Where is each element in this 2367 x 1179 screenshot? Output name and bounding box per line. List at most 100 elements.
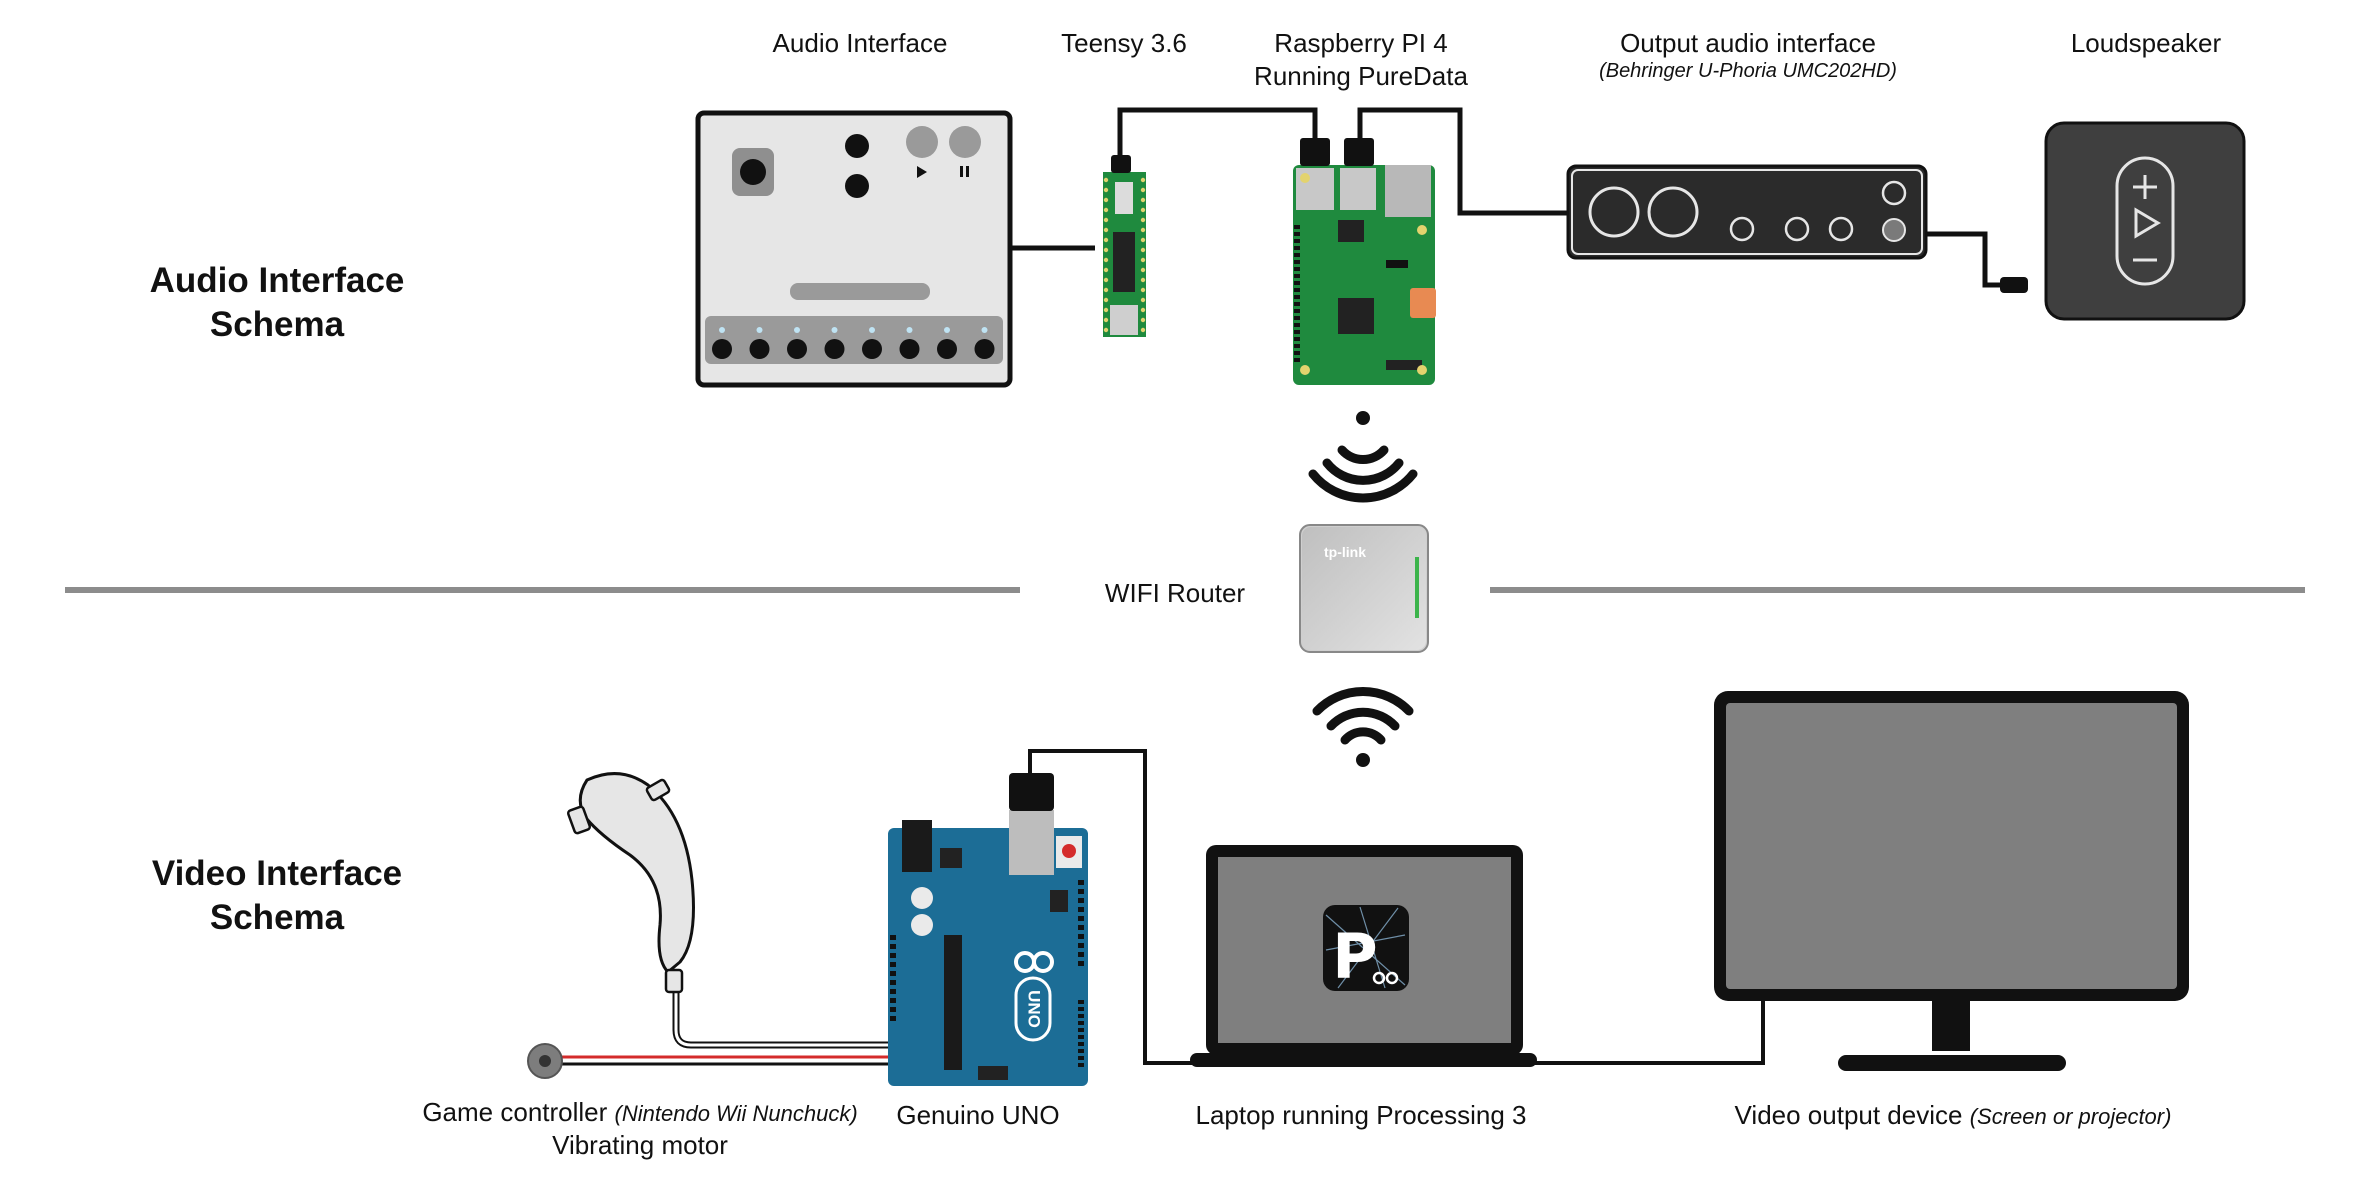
router-label: WIFI Router: [1104, 578, 1246, 608]
knob: [787, 339, 807, 359]
pin: [1103, 187, 1109, 193]
pin: [1103, 327, 1109, 333]
header-pin: [1078, 1049, 1084, 1053]
header-pin: [1078, 916, 1084, 921]
gpio-pin: [1294, 351, 1300, 355]
video-cables: [1028, 749, 1765, 1065]
pin: [1140, 217, 1146, 223]
gpio-pin: [1294, 260, 1300, 264]
router-brand: tp-link: [1324, 544, 1366, 560]
gpio-pin: [1294, 337, 1300, 341]
gpio-pin: [1294, 344, 1300, 348]
laptop-device: [1190, 845, 1537, 1067]
pin: [1140, 317, 1146, 323]
pin: [1140, 267, 1146, 273]
header-pin: [890, 971, 896, 976]
knob: [749, 339, 770, 359]
pin: [1140, 257, 1146, 263]
header-pin: [890, 998, 896, 1003]
nunchuck-controller: [566, 772, 695, 994]
play-icon: [2134, 207, 2161, 239]
indicator-led: [869, 327, 875, 333]
gpio-pin: [1294, 274, 1300, 278]
audio-section-title-line2: Schema: [209, 305, 345, 344]
header-pin: [1078, 934, 1084, 939]
arduino-uno-board: [888, 773, 1088, 1086]
indicator-led: [906, 327, 913, 333]
header-pin: [1078, 1007, 1084, 1011]
header-pin: [1078, 952, 1084, 957]
teensy-label: Teensy 3.6: [1061, 28, 1187, 58]
controller-name: Game controller: [422, 1097, 608, 1127]
indicator-led: [794, 327, 800, 333]
header-pin: [1078, 1035, 1084, 1039]
pin: [1140, 237, 1146, 243]
pin: [1103, 287, 1109, 293]
header-pin: [890, 935, 896, 940]
header-pin: [890, 989, 896, 994]
video-output-note: (Screen or projector): [1969, 1104, 2172, 1129]
pin: [1103, 197, 1109, 203]
processing-app-icon: P: [1332, 920, 1377, 993]
motor-wires: [560, 1055, 890, 1066]
header-pin: [890, 1007, 896, 1012]
vibrating-motor: [527, 1043, 563, 1079]
pin: [1103, 177, 1109, 183]
gpio-pin: [1294, 323, 1300, 327]
pin: [1103, 237, 1109, 243]
output-interface-label: Output audio interface: [1620, 28, 1876, 58]
knob: [899, 339, 920, 359]
audio-cables: [1012, 107, 2020, 288]
wifi-icon: [1312, 687, 1414, 767]
pause-icon: [960, 166, 969, 177]
knob: [845, 174, 869, 198]
raspberry-pi-board: [1293, 138, 1436, 385]
header-pin: [1078, 1056, 1084, 1060]
pin: [1103, 317, 1109, 323]
header-pin: [890, 980, 896, 985]
header-pin: [1078, 925, 1084, 930]
teensy-board: [1103, 155, 1146, 337]
header-pin: [890, 962, 896, 967]
gpio-pin: [1294, 232, 1300, 236]
gpio-pin: [1294, 281, 1300, 285]
pin: [1140, 177, 1146, 183]
gpio-pin: [1294, 302, 1300, 306]
play-icon: [917, 166, 927, 178]
header-pin: [1078, 1063, 1084, 1067]
audio-interface-label: Audio Interface: [772, 28, 948, 58]
pin: [1140, 207, 1146, 213]
pin: [1140, 307, 1146, 313]
pin: [1140, 227, 1146, 233]
pin: [1103, 307, 1109, 313]
knob: [845, 134, 869, 158]
gpio-pin: [1294, 330, 1300, 334]
pin: [1103, 257, 1109, 263]
pin: [1140, 287, 1146, 293]
output-interface-model: (Behringer U-Phoria UMC202HD): [1599, 60, 1897, 82]
rpi-label-line2: Running PureData: [1254, 61, 1468, 91]
indicator-led: [719, 327, 725, 333]
header-pin: [1078, 943, 1084, 948]
wifi-router: [1299, 524, 1429, 653]
nunchuck-cable: [672, 988, 890, 1049]
pin: [1103, 217, 1109, 223]
rpi-label-line1: Raspberry PI 4: [1274, 28, 1448, 58]
indicator-led: [831, 327, 838, 333]
video-section-title-line1: Video Interface: [151, 854, 403, 893]
pin: [1103, 227, 1109, 233]
header-pin: [1078, 961, 1084, 966]
pin: [1103, 247, 1109, 253]
uno-board-text: UNO: [1025, 990, 1044, 1028]
gpio-pin: [1294, 253, 1300, 257]
knob: [937, 339, 957, 359]
gpio-pin: [1294, 225, 1300, 229]
gpio-pin: [1294, 288, 1300, 292]
indicator-led: [944, 327, 950, 333]
pin: [1103, 267, 1109, 273]
pin: [1103, 297, 1109, 303]
header-pin: [1078, 1042, 1084, 1046]
controller-model: (Nintendo Wii Nunchuck): [614, 1101, 858, 1126]
video-section-title: Video Interface Schema: [152, 852, 402, 940]
pin: [1140, 187, 1146, 193]
